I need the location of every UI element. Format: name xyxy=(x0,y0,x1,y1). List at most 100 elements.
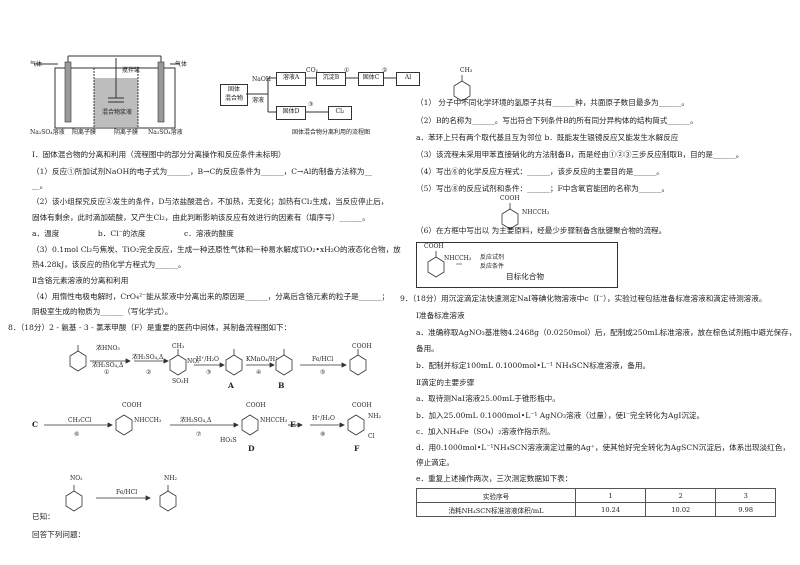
table-header-cell: 2 xyxy=(645,488,717,503)
reagent-step1-bottom: 浓H₂SO₄,Δ xyxy=(92,362,124,369)
reagent-step7-num: ⑦ xyxy=(196,431,202,438)
table-header-cell: 实验序号 xyxy=(416,488,576,503)
r-q2: （2）B的名称为______。写出符合下列条件B的所有同分异构体的结构简式___… xyxy=(416,116,698,125)
group-cooh-c: COOH xyxy=(246,402,266,409)
reagent-step4: KMnO₄/H⁺ xyxy=(246,356,279,363)
q6-box-condition: 反应条件 xyxy=(480,263,505,270)
flow-arrows xyxy=(246,77,396,113)
q9-part1: Ⅰ准备标准溶液 xyxy=(416,311,465,320)
known-label: 已知： xyxy=(32,512,55,521)
label-F: F xyxy=(354,444,360,453)
table-header-cell: 3 xyxy=(715,488,776,503)
q2-text-1: （2）该小组探究反应②发生的条件，D与浓盐酸混合，不加热，无变化；加热有Cl₂生… xyxy=(32,197,389,206)
reagent-step3: H⁺/H₂O xyxy=(196,356,219,363)
reagent-step2: 浓H₂SO₄,Δ xyxy=(132,354,164,361)
q6-box-reagent: 反应试剂 xyxy=(480,254,505,261)
table-cell: 消耗NH₄SCN标准溶液体积/mL xyxy=(416,502,576,517)
q9-titr-b: b．加入25.00mL 0.1000mol•L⁻¹ AgNO₃溶液（过量），使I… xyxy=(416,411,705,420)
group-nh2-a: NH₂ xyxy=(368,413,381,420)
q9-step-b: b．配制并标定100mL 0.1000mol•L⁻¹ NH₄SCN标准溶液，备用… xyxy=(416,361,651,370)
table-header-row: 实验序号 1 2 3 xyxy=(416,488,776,503)
slurry-label: 混合物浆液 xyxy=(102,109,133,116)
answer-label: 回答下列问题： xyxy=(32,530,86,539)
membrane-right-label: 阴离子膜 xyxy=(114,129,139,136)
flow-box-a: 溶液A xyxy=(276,72,306,86)
flow-step-3: ③ xyxy=(308,101,314,108)
flow-caption: 固体混合物分离利用的流程图 xyxy=(292,129,371,136)
section1-heading: Ⅰ．固体混合物的分离和利用（流程图中的部分分离操作和反应条件未标明） xyxy=(32,150,286,159)
reagent-step7: 浓H₂SO₄,Δ xyxy=(180,417,212,424)
group-hso3: HO₃S xyxy=(220,437,237,444)
toluene-structure xyxy=(453,75,471,102)
r-q6: （6）在方框中写出以 为主要原料，经最少步骤制备含肽键聚合物的流程。 xyxy=(416,226,667,235)
q9-titr-c: c．加入NH₄Fe（SO₄）₂溶液作指示剂。 xyxy=(416,427,555,436)
flow-start-box: 固体 混合物 xyxy=(220,84,248,106)
known-no2: NO₂ xyxy=(70,475,83,482)
reagent-step4-num: ④ xyxy=(256,369,262,376)
solution-right-label: Na₂SO₄溶液 xyxy=(148,129,183,136)
q6-box-structure xyxy=(427,251,462,278)
reagent-step1-num: ① xyxy=(104,369,110,376)
flow-box-d: 固体D xyxy=(276,106,306,120)
flow-box-c: 固体C xyxy=(358,72,384,86)
reagent-step1-top: 浓HNO₃ xyxy=(96,345,120,352)
scheme-row2 xyxy=(44,414,365,436)
section2-heading: Ⅱ含铬元素溶液的分离和利用 xyxy=(32,276,129,285)
table-header-cell: 1 xyxy=(574,488,647,503)
q6-cooh: COOH xyxy=(500,195,520,202)
r-q1: （1） 分子中不同化学环境的氢原子共有______种，共面原子数目最多为____… xyxy=(416,98,690,107)
reagent-step8: H⁺/H₂O xyxy=(312,415,335,422)
q9-titr-d: d．用0.1000mol•L⁻¹NH₄SCN溶液滴定过量的Ag⁺，使其恰好完全转… xyxy=(416,443,790,452)
q1-text-cont: __。 xyxy=(32,181,48,190)
reagent-step6-num: ⑥ xyxy=(74,431,80,438)
label-A: A xyxy=(228,381,234,390)
q2-options: a．温度 b．Cl⁻的浓度 c．溶液的酸度 xyxy=(32,229,234,238)
group-cooh-d: COOH xyxy=(352,402,372,409)
r-q3: （3）该流程未采用甲苯直接硝化的方法制备B，而是经由①②③三步反应制取B，目的是… xyxy=(416,150,744,159)
table-cell: 9.98 xyxy=(715,502,776,517)
q9-titr-d-cont: 停止滴定。 xyxy=(416,458,454,467)
q9-step-a: a．准确称取AgNO₃基准物4.2468g（0.0250mol）后，配制成250… xyxy=(416,328,797,337)
toluene-ch3: CH₃ xyxy=(460,67,473,74)
flow-naoh-label: NaOH xyxy=(252,76,271,83)
known-reagent: Fe/HCl xyxy=(116,489,138,496)
reagent-step5-num: ⑤ xyxy=(320,369,326,376)
q6-box-nhcch3: NHCCH₃ xyxy=(444,255,472,262)
flow-box-al: Al xyxy=(396,72,420,86)
group-nhcch3-b: NHCCH₃ xyxy=(260,417,288,424)
known-nh2: NH₂ xyxy=(164,475,177,482)
table-cell: 10.24 xyxy=(574,502,647,517)
flow-step-1: ① xyxy=(344,67,350,74)
reagent-step8-num: ⑧ xyxy=(320,431,326,438)
electrolysis-apparatus xyxy=(34,55,180,129)
label-B: B xyxy=(278,381,285,390)
membrane-left-label: 阳离子膜 xyxy=(72,129,97,136)
label-E: E xyxy=(290,420,296,429)
flow-box-cl2: Cl₂ xyxy=(328,106,352,120)
group-cl: Cl xyxy=(368,433,375,440)
q9-titr-a: a．取待测NaI溶液25.00mL于锥形瓶中。 xyxy=(416,394,560,403)
reagent-step3-num: ③ xyxy=(206,369,212,376)
reagent-step2-num: ② xyxy=(146,369,152,376)
label-D: D xyxy=(248,444,255,453)
reagent-step6: CH₃CCl xyxy=(68,417,92,424)
group-cooh-b: COOH xyxy=(122,402,142,409)
q4-text-2: 阴极室生成的物质为______（写化学式）。 xyxy=(32,307,173,316)
table-cell: 10.02 xyxy=(645,502,717,517)
q9-title: 9．（18分）用沉淀滴定法快速测定NaI等碘化物溶液中c（I⁻），实验过程包括准… xyxy=(400,294,767,303)
table-row: 消耗NH₄SCN标准溶液体积/mL 10.24 10.02 9.98 xyxy=(416,502,776,517)
q3-text-2: 热4.28kJ，该反应的热化学方程式为______。 xyxy=(32,260,186,269)
flow-step-2: ② xyxy=(382,67,388,74)
label-C: C xyxy=(32,420,39,429)
group-no2-a: NO₂ xyxy=(187,358,200,365)
q1-text: （1）反应①所加试剂NaOH的电子式为______，B→C的反应条件为_____… xyxy=(32,167,373,176)
q6-structure xyxy=(501,203,519,230)
solution-left-label: Na₂SO₄溶液 xyxy=(30,129,65,136)
q4-text-1: （4）用惰性电极电解时，CrO₄²⁻能从浆液中分离出来的原因是______，分离… xyxy=(32,292,390,301)
left-column: 气体 气体 搅拌桨 混合物浆液 Na₂SO₄溶液 阳离子膜 阴离子膜 Na₂SO… xyxy=(8,0,420,565)
gas-label-left: 气体 xyxy=(30,61,43,68)
r-q4: （4）写出⑥的化学反应方程式：______，该步反应的主要目的是______。 xyxy=(416,167,664,176)
gas-label-right: 气体 xyxy=(175,61,188,68)
flow-box-b: 沉淀B xyxy=(316,72,346,86)
q3-text-1: （3）0.1mol Cl₂与焦炭、TiO₂完全反应，生成一种还原性气体和一种易水… xyxy=(32,245,401,254)
